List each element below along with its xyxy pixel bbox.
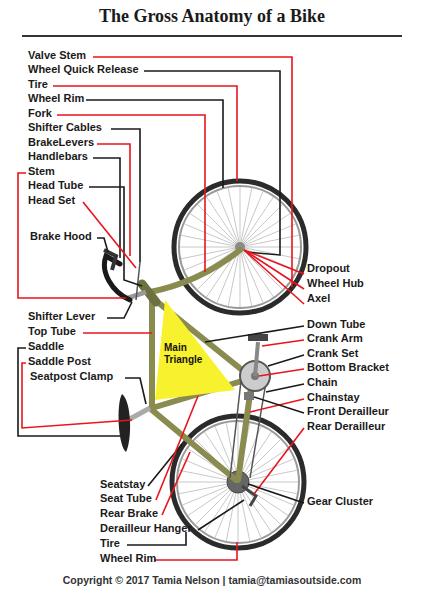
saddle-shape	[119, 394, 131, 452]
spoke-line	[240, 205, 282, 247]
seatpost-shape	[128, 408, 150, 420]
part-label: Bottom Bracket	[307, 361, 389, 374]
part-label: Rear Brake	[100, 507, 158, 520]
part-label: Chainstay	[307, 391, 360, 404]
top-tube	[149, 298, 155, 408]
copyright-caption: Copyright © 2017 Tamia Nelson | tamia@ta…	[0, 574, 424, 586]
part-label: Stem	[28, 165, 55, 178]
spoke-line	[240, 235, 299, 247]
spoke-line	[190, 214, 240, 247]
leader-line	[162, 452, 190, 515]
part-label: Handlebars	[28, 150, 88, 163]
part-label: Derailleur Hanger	[100, 522, 192, 535]
leader-line	[244, 250, 304, 304]
leader-line	[97, 238, 108, 252]
leader-line	[107, 302, 132, 318]
leader-line	[254, 397, 304, 413]
crank-arm-shape	[255, 342, 258, 376]
part-label: Top Tube	[28, 325, 76, 338]
fork-tube	[150, 250, 240, 292]
leader-line	[89, 187, 142, 286]
spoke-line	[180, 247, 240, 248]
part-label: Valve Stem	[28, 49, 86, 62]
leader-line	[205, 326, 304, 342]
leader-line	[154, 542, 237, 560]
part-label: Tire	[28, 78, 48, 91]
part-label: Rear Derailleur	[307, 420, 385, 433]
leader-line	[248, 484, 304, 503]
part-label: BrakeLevers	[28, 136, 94, 149]
part-label: Wheel Rim	[100, 552, 156, 565]
region-label: Main Triangle	[164, 342, 216, 366]
rear-derailleur-shape	[242, 486, 256, 506]
part-label: Crank Arm	[307, 332, 363, 345]
leader-line	[244, 250, 304, 289]
triangle-region: Main Triangle	[155, 300, 237, 400]
spoke-line	[198, 205, 240, 247]
leader-line	[268, 355, 304, 366]
part-label: Tire	[100, 537, 120, 550]
brake-hood-shape	[104, 250, 116, 270]
part-label: Down Tube	[307, 318, 365, 331]
part-label: Seat Tube	[100, 492, 152, 505]
spoke-line	[228, 188, 240, 247]
leader-line	[156, 396, 198, 500]
spoke-line	[240, 197, 273, 247]
leader-line	[266, 384, 304, 392]
front-derailleur-shape	[244, 392, 254, 400]
part-label: Saddle	[28, 340, 64, 353]
leader-line	[259, 369, 304, 376]
spoke-line	[238, 482, 288, 515]
part-label: Chain	[307, 376, 338, 389]
part-label: Head Tube	[28, 179, 83, 192]
triangle-fill	[155, 300, 235, 400]
part-label: Head Set	[28, 194, 75, 207]
leader-line	[83, 332, 152, 334]
spoke-line	[240, 247, 300, 248]
spoke-line	[240, 247, 241, 307]
handlebar-shape	[104, 256, 130, 300]
title-rule	[22, 35, 402, 37]
part-label: Wheel Hub	[307, 277, 364, 290]
leader-line	[262, 340, 304, 346]
frame	[150, 250, 252, 480]
part-label: Gear Cluster	[307, 495, 373, 508]
spoke-line	[217, 192, 240, 247]
part-label: Seatstay	[100, 478, 145, 491]
part-label: Seatpost Clamp	[30, 370, 113, 383]
part-label: Brake Hood	[30, 230, 92, 243]
spoke-line	[240, 224, 295, 247]
leader-line	[18, 348, 120, 436]
part-label: Wheel Rim	[28, 92, 84, 105]
part-label: Crank Set	[307, 347, 358, 360]
leader-lines	[18, 57, 304, 560]
part-label: Shifter Cables	[28, 121, 102, 134]
seatstay-tube	[152, 410, 236, 480]
leader-line	[254, 428, 304, 494]
part-label: Fork	[28, 107, 52, 120]
part-label: Dropout	[307, 262, 350, 275]
leader-line	[198, 500, 244, 530]
shifter-cable-shape	[136, 262, 140, 300]
part-label: Shifter Lever	[28, 310, 95, 323]
leader-line	[144, 71, 280, 255]
leader-line	[125, 378, 146, 404]
diagram-title: The Gross Anatomy of a Bike	[0, 6, 424, 27]
part-label: Front Derailleur	[307, 405, 389, 418]
part-label: Wheel Quick Release	[28, 63, 139, 76]
spoke-line	[240, 187, 241, 247]
part-label: Saddle Post	[28, 355, 91, 368]
part-label: Axel	[307, 292, 330, 305]
leader-line	[22, 363, 132, 428]
